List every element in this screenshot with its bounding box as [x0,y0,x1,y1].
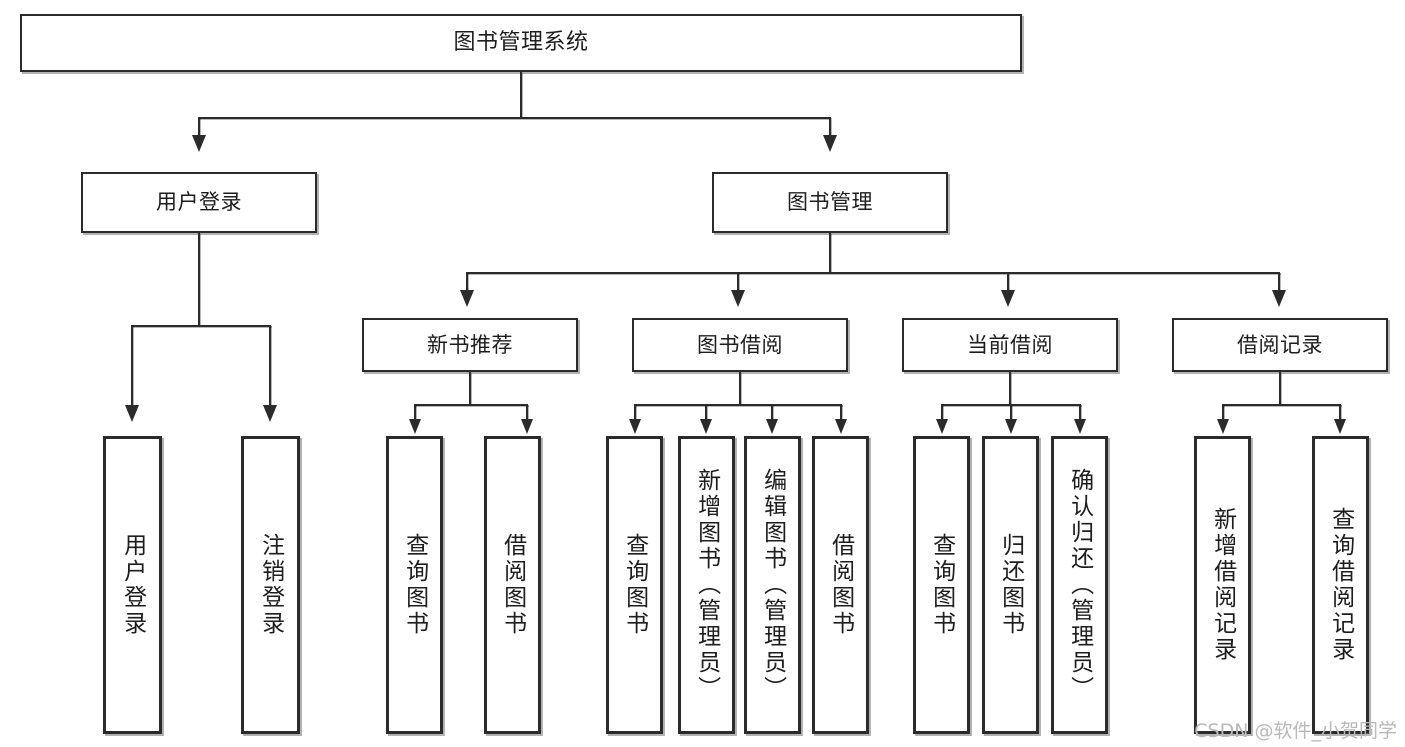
arrow-user-login-to-leaf-2 [263,405,277,422]
node-book-management[interactable]: 图书管理 [712,172,948,233]
connector-book-borrow-drop-2 [705,404,707,421]
node-label: 借阅记录 [1237,332,1323,357]
connector-book-management-stem [829,233,831,273]
connector-borrow-record-bus [1222,404,1341,406]
arrow-current-borrow-leaf-3 [1074,419,1086,434]
connector-level2-drop-2 [737,272,739,292]
leaf-label: 查询图书 [401,533,428,637]
connector-user-login-bus [131,325,271,327]
leaf-label: 查询借阅记录 [1327,507,1354,663]
leaf-return-book[interactable]: 归还图书 [982,436,1039,734]
connector-borrow-record-stem [1279,372,1281,405]
node-root-book-management-system[interactable]: 图书管理系统 [20,14,1022,72]
arrow-new-book-leaf-1 [409,419,421,434]
connector-book-borrow-bus [634,404,842,406]
leaf-label: 归还图书 [997,533,1024,637]
connector-level2-drop-1 [466,272,468,292]
connector-book-borrow-stem [739,372,741,405]
node-label: 图书借阅 [697,332,783,357]
leaf-query-book-current[interactable]: 查询图书 [913,436,970,734]
leaf-confirm-return-admin[interactable]: 确认归还（管理员） [1051,436,1108,734]
leaf-borrow-book-recommend[interactable]: 借阅图书 [484,436,541,734]
arrow-to-new-book-recommend [460,290,474,307]
connector-level2-drop-4 [1278,272,1280,292]
arrow-to-book-borrow [731,290,745,307]
node-label: 用户登录 [156,190,242,215]
connector-root-stem [520,72,522,118]
node-borrow-record[interactable]: 借阅记录 [1172,318,1388,372]
connector-root-bus [198,117,830,119]
leaf-label: 查询图书 [621,533,648,637]
leaf-user-login[interactable]: 用户登录 [103,436,162,734]
connector-level2-bus [466,272,1280,274]
leaf-label: 新增图书（管理员） [693,468,720,702]
arrow-to-current-borrow [1001,290,1015,307]
connector-user-login-drop-2 [269,325,271,407]
leaf-add-borrow-record[interactable]: 新增借阅记录 [1194,436,1251,734]
connector-book-borrow-drop-4 [840,404,842,421]
leaf-query-book-borrow[interactable]: 查询图书 [606,436,663,734]
leaf-label: 借阅图书 [827,533,854,637]
connector-borrow-record-drop-1 [1222,404,1224,421]
arrow-book-borrow-leaf-4 [835,419,847,434]
leaf-query-book-recommend[interactable]: 查询图书 [386,436,443,734]
connector-new-book-bus [414,404,528,406]
node-label: 图书管理系统 [453,30,589,56]
arrow-new-book-leaf-2 [521,419,533,434]
arrow-to-borrow-record [1272,290,1286,307]
connector-user-login-drop-1 [131,325,133,407]
leaf-label: 新增借阅记录 [1209,507,1236,663]
arrow-borrow-record-leaf-1 [1217,419,1229,434]
connector-new-book-stem [469,372,471,405]
arrow-current-borrow-leaf-2 [1005,419,1017,434]
node-book-borrow[interactable]: 图书借阅 [632,318,848,372]
connector-current-borrow-drop-2 [1010,404,1012,421]
connector-current-borrow-drop-1 [941,404,943,421]
connector-current-borrow-stem [1009,372,1011,405]
arrow-book-borrow-leaf-2 [700,419,712,434]
arrow-current-borrow-leaf-1 [936,419,948,434]
arrow-user-login-to-leaf-1 [125,405,139,422]
node-new-book-recommend[interactable]: 新书推荐 [362,318,578,372]
leaf-query-borrow-record[interactable]: 查询借阅记录 [1312,436,1369,734]
connector-book-borrow-drop-1 [634,404,636,421]
node-user-login[interactable]: 用户登录 [81,172,317,233]
connector-new-book-drop-1 [414,404,416,421]
node-label: 当前借阅 [967,332,1053,357]
connector-book-borrow-drop-3 [771,404,773,421]
connector-root-drop-1 [198,117,200,137]
arrow-borrow-record-leaf-2 [1334,419,1346,434]
leaf-label: 用户登录 [119,533,146,637]
leaf-label: 注销登录 [257,533,284,637]
arrow-root-to-book-management [823,135,837,152]
connector-borrow-record-drop-2 [1339,404,1341,421]
connector-root-drop-2 [829,117,831,137]
node-current-borrow[interactable]: 当前借阅 [902,318,1118,372]
node-label: 新书推荐 [427,332,513,357]
leaf-label: 借阅图书 [499,533,526,637]
node-label: 图书管理 [787,190,873,215]
leaf-label: 确认归还（管理员） [1066,468,1093,702]
connector-new-book-drop-2 [526,404,528,421]
connector-current-borrow-drop-3 [1079,404,1081,421]
connector-user-login-stem [198,233,200,326]
leaf-add-book-admin[interactable]: 新增图书（管理员） [678,436,735,734]
arrow-book-borrow-leaf-3 [766,419,778,434]
arrow-book-borrow-leaf-1 [629,419,641,434]
arrow-root-to-user-login [192,135,206,152]
leaf-label: 查询图书 [928,533,955,637]
connector-level2-drop-3 [1007,272,1009,292]
leaf-label: 编辑图书（管理员） [759,468,786,702]
leaf-logout[interactable]: 注销登录 [241,436,300,734]
leaf-edit-book-admin[interactable]: 编辑图书（管理员） [744,436,801,734]
leaf-borrow-book[interactable]: 借阅图书 [812,436,869,734]
